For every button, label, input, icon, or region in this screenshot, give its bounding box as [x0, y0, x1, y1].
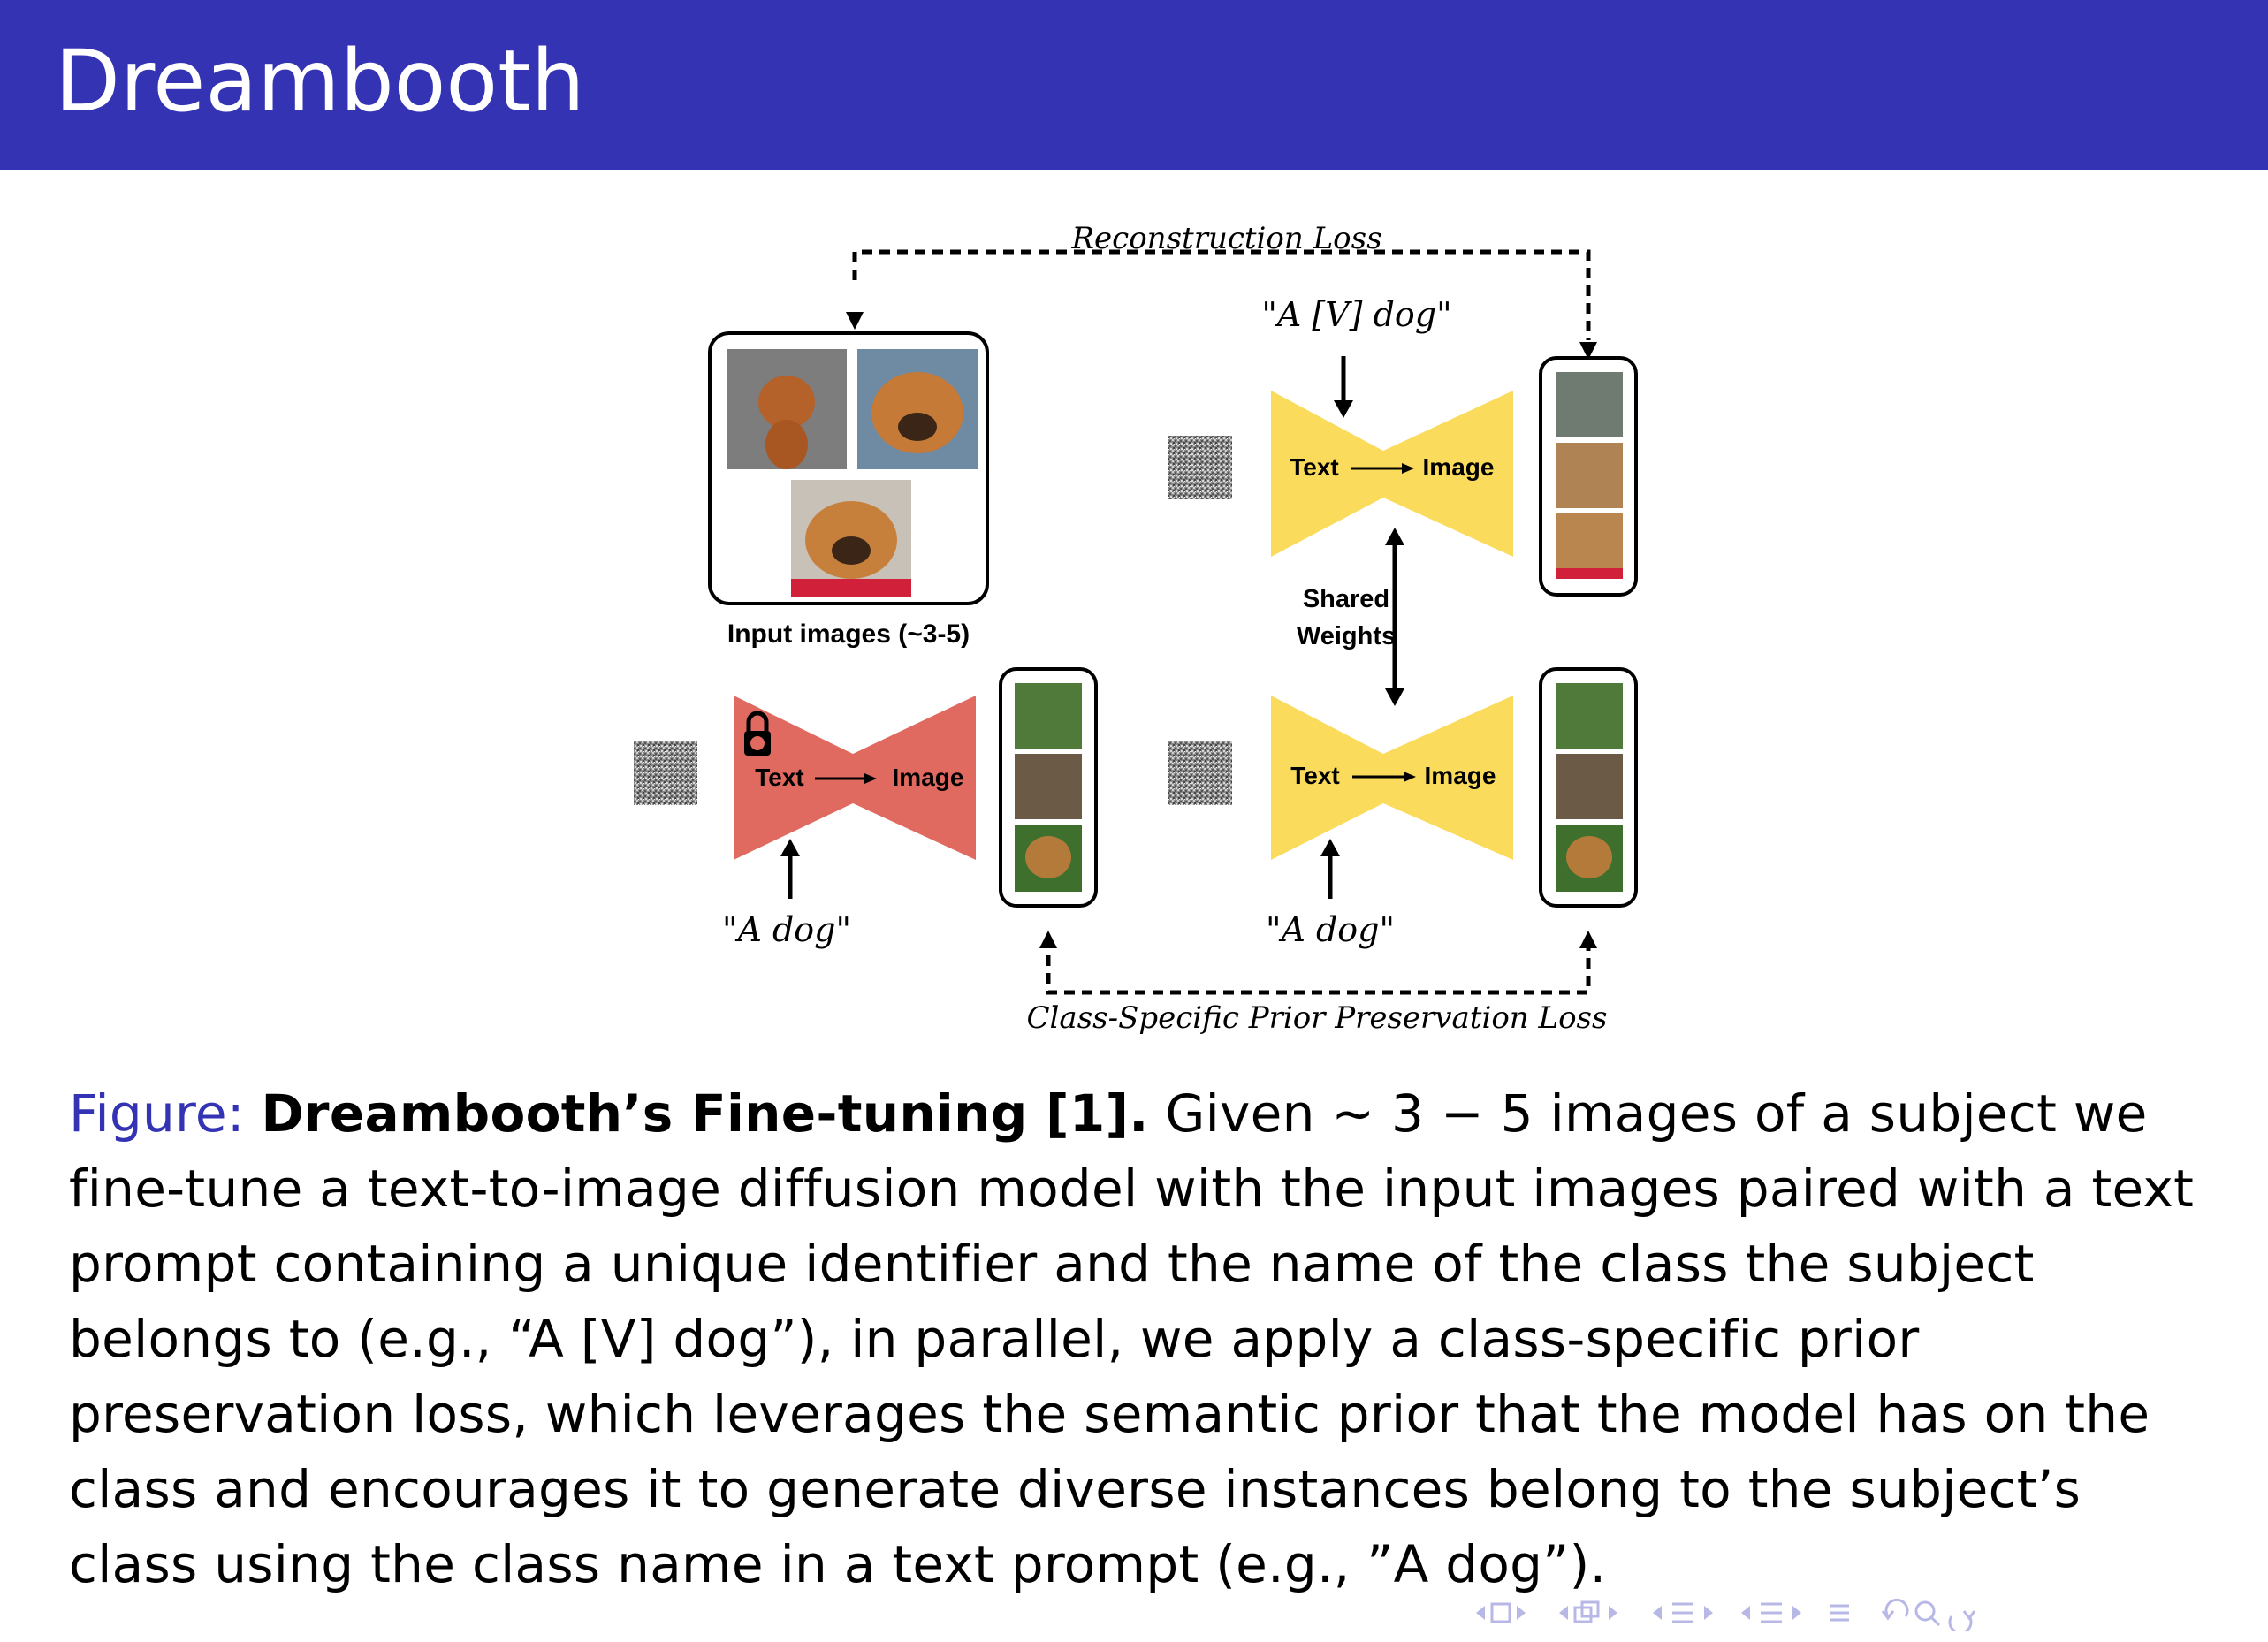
dreambooth-figure: Reconstruction Loss Input images (~3-5): [610, 217, 1671, 1047]
prompt-bottom-left: "A dog": [722, 910, 851, 949]
frozen-image-label: Image: [893, 764, 964, 791]
prior-loss-label: Class-Specific Prior Preservation Loss: [1027, 1000, 1608, 1036]
dog-photo-1: [727, 349, 847, 469]
frozen-text-label: Text: [755, 764, 804, 791]
nav-frame-icon[interactable]: [1559, 1600, 1617, 1623]
prior-images-left: [999, 667, 1098, 908]
bottom-image-label: Image: [1425, 762, 1496, 789]
input-images-box: [708, 331, 989, 605]
noise-input-top: [1168, 436, 1232, 499]
prompt-top: "A [V] dog": [1261, 295, 1451, 334]
prior-images-right: [1539, 667, 1638, 908]
nav-subsection-icon[interactable]: [1741, 1602, 1801, 1623]
beamer-navigation: [1467, 1595, 2245, 1635]
slide-title: Dreambooth: [55, 32, 585, 131]
figure-caption: Figure: Dreambooth’s Fine-tuning [1]. Gi…: [69, 1076, 2226, 1602]
bottom-text-label: Text: [1290, 762, 1340, 789]
dog-photo-2: [857, 349, 978, 469]
caption-bold: Dreambooth’s Fine-tuning [1].: [261, 1083, 1149, 1144]
reconstruction-loss-label: Reconstruction Loss: [1070, 221, 1381, 256]
input-images-label: Input images (~3-5): [727, 620, 970, 649]
noise-input-left: [634, 741, 697, 805]
nav-align-icon[interactable]: [1830, 1604, 1849, 1622]
caption-text: Given ∼ 3 − 5 images of a subject we fin…: [69, 1083, 2195, 1594]
output-images-top: [1539, 356, 1638, 597]
dog-photo-3: [791, 480, 911, 597]
noise-input-right: [1168, 741, 1232, 805]
model-text-label: Text: [1290, 453, 1339, 481]
caption-label: Figure:: [69, 1083, 245, 1144]
shared-weights-2: Weights: [1297, 622, 1396, 650]
nav-undo-icon[interactable]: [1881, 1598, 1909, 1621]
slide-header: Dreambooth: [0, 0, 2268, 170]
model-image-label: Image: [1423, 453, 1495, 481]
lock-icon: [744, 711, 771, 756]
shared-weights-1: Shared: [1303, 585, 1389, 613]
prompt-bottom-right: "A dog": [1266, 910, 1395, 949]
trained-model-top: [1271, 391, 1513, 557]
nav-search-icon[interactable]: [1914, 1600, 1976, 1635]
nav-first-icon[interactable]: [1476, 1602, 1526, 1623]
nav-section-icon[interactable]: [1653, 1602, 1713, 1623]
